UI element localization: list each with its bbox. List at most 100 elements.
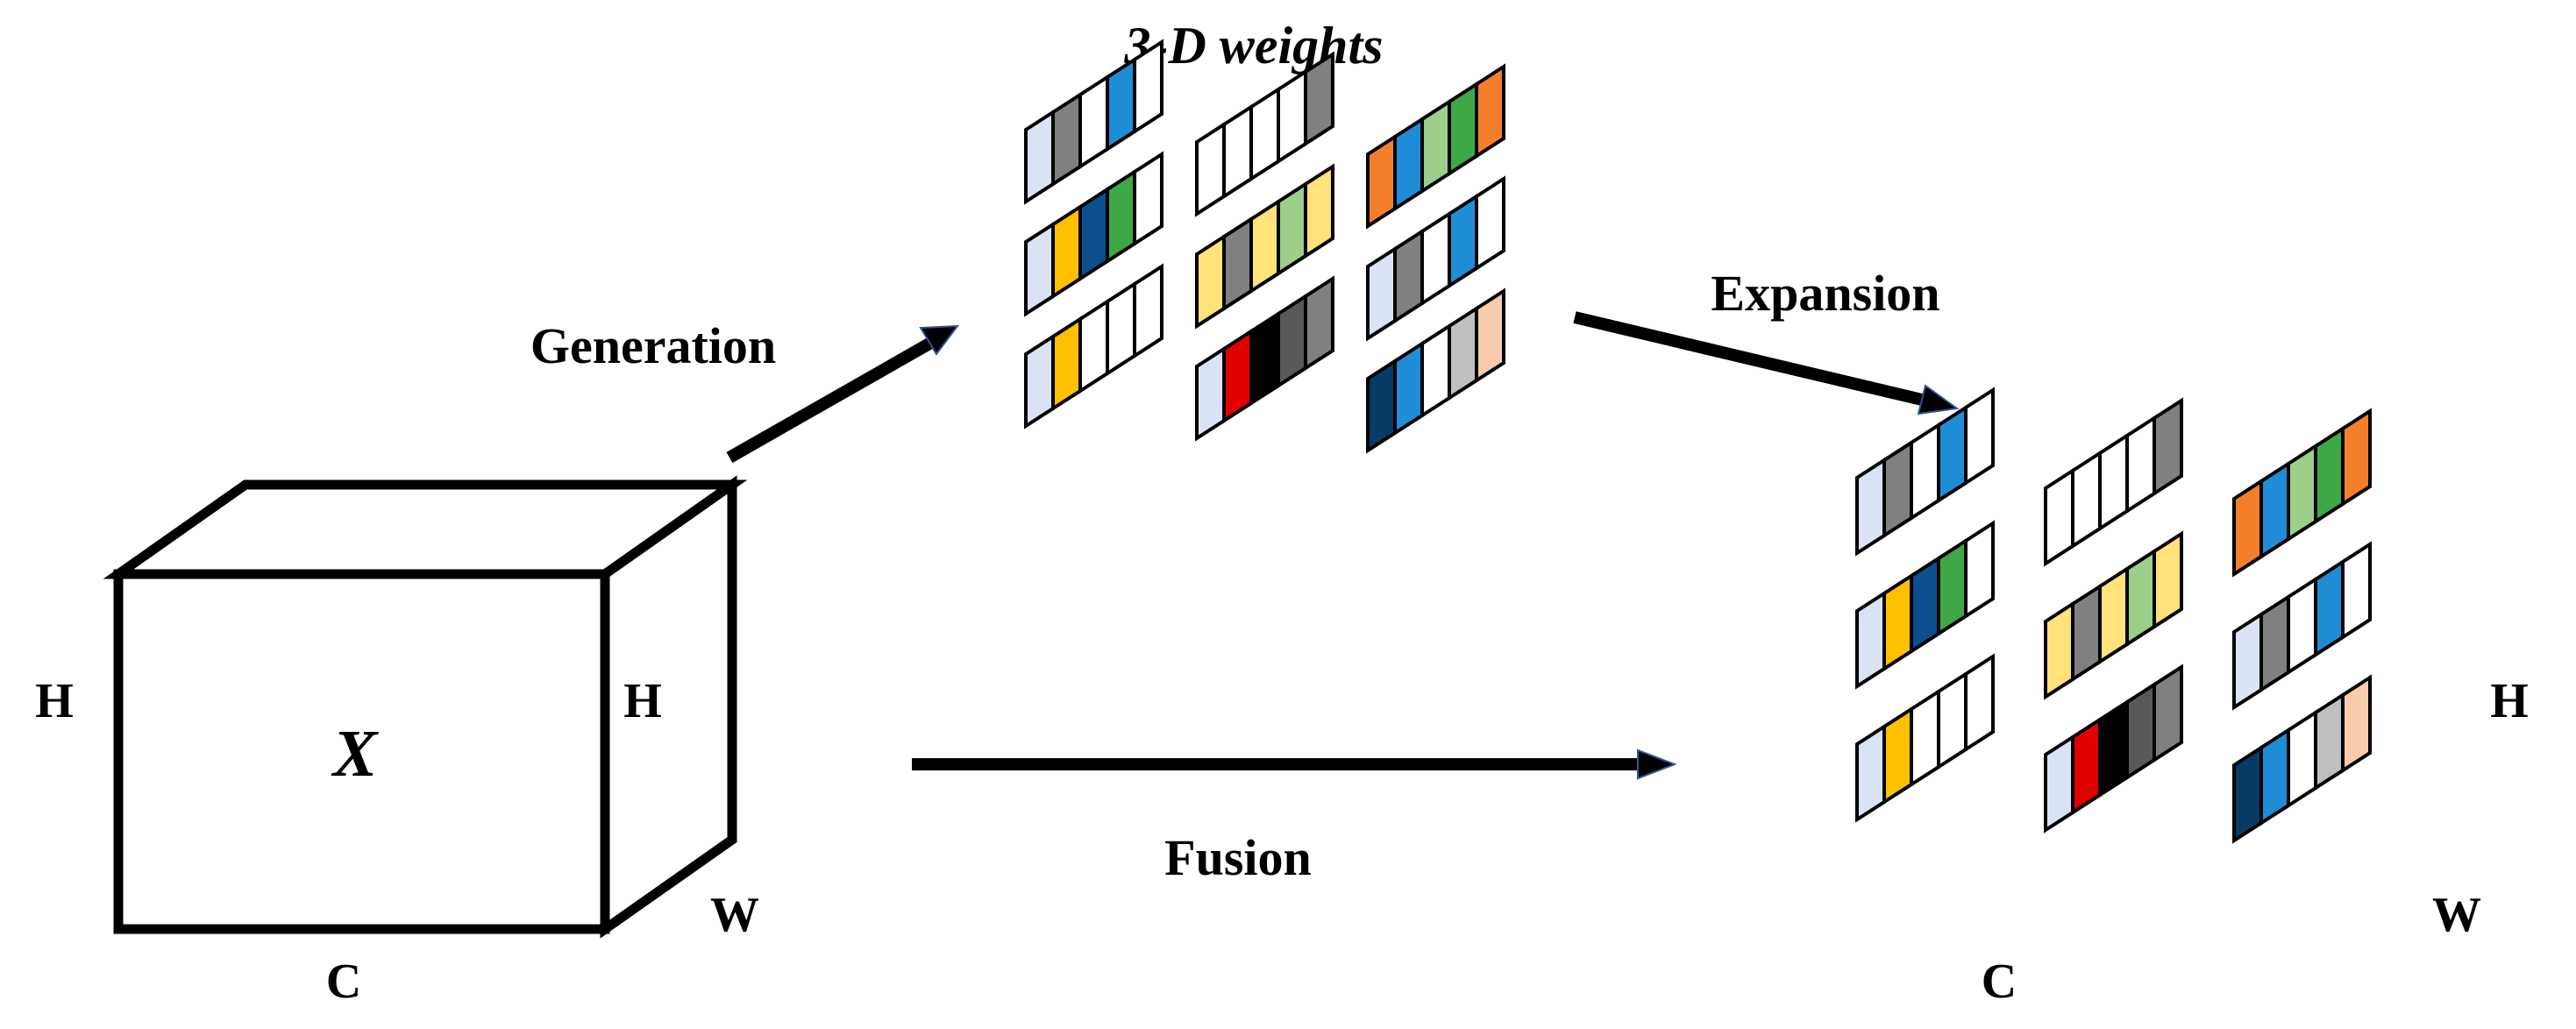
weight-cell [2071, 450, 2102, 550]
weight-cell [1882, 439, 1913, 539]
weight-cell [2232, 611, 2263, 711]
weight-group [1366, 63, 1505, 230]
weight-group [1024, 263, 1163, 429]
title-label: 3-D weights [1123, 17, 1383, 75]
weight-cell [2071, 583, 2102, 683]
weight-cell [1855, 457, 1886, 557]
fusion-arrow [912, 749, 1677, 780]
weight-cell [1448, 305, 1478, 401]
left-h-label: H [35, 674, 74, 728]
weight-cell [1106, 56, 1136, 153]
weight-cell [2044, 734, 2074, 834]
weight-cell [2287, 576, 2317, 676]
weight-cell [1133, 39, 1163, 135]
weight-group [1195, 163, 1334, 330]
expansion-arrow [1573, 311, 1960, 415]
cube-front-face [113, 569, 610, 934]
weight-cell [1222, 328, 1253, 424]
weight-cell [1448, 193, 1478, 289]
weight-cell [1051, 203, 1082, 300]
weight-cell [1393, 340, 1424, 436]
weight-cell [1420, 210, 1451, 307]
weight-group [1195, 51, 1334, 217]
weight-cell [2341, 674, 2372, 774]
weight-cell [2044, 467, 2074, 567]
weight-cell [1195, 121, 1226, 217]
weight-cell [1420, 98, 1451, 195]
weight-cell [2232, 478, 2263, 578]
cube-right-h-label: H [623, 674, 662, 728]
weight-cell [1024, 221, 1055, 317]
weight-cell [1195, 233, 1226, 330]
weights-stack-bottom [1855, 387, 2372, 844]
right-h-label: H [2490, 674, 2529, 728]
weight-group [2232, 408, 2372, 578]
weight-cell [1078, 186, 1109, 282]
weight-cell [1277, 293, 1307, 389]
weight-cell [2259, 727, 2290, 827]
weight-cell [1910, 688, 1940, 788]
weight-cell [2044, 600, 2074, 700]
generation-arrow [726, 324, 960, 464]
weight-group [1366, 175, 1505, 342]
weight-cell [2153, 397, 2183, 497]
weight-cell [1937, 404, 1968, 504]
weight-cell [2259, 460, 2290, 560]
weight-cell [1249, 86, 1280, 182]
weight-cell [2341, 408, 2372, 507]
weight-cell [2232, 744, 2263, 844]
weight-cell [1937, 671, 1968, 770]
weight-cell [1277, 68, 1307, 165]
weight-cell [2314, 558, 2345, 658]
weight-cell [1106, 168, 1136, 265]
weight-cell [2098, 699, 2129, 798]
weight-group [1855, 520, 1995, 690]
weight-cell [2287, 709, 2317, 809]
weights-stack-top [1024, 39, 1505, 454]
weight-cell [1855, 590, 1886, 690]
weight-group [1195, 275, 1334, 442]
weight-cell [1393, 116, 1424, 212]
weight-cell [1882, 706, 1913, 805]
weight-cell [1393, 228, 1424, 324]
weight-cell [1024, 109, 1055, 205]
weight-cell [1304, 163, 1334, 259]
right-w-label: W [2432, 888, 2481, 942]
weight-cell [2125, 415, 2156, 514]
weight-cell [1277, 181, 1307, 277]
weight-cell [1910, 555, 1940, 655]
weight-cell [2341, 541, 2372, 641]
cube-symbol-label: X [331, 717, 380, 791]
weight-cell [1882, 572, 1913, 672]
weight-cell [1195, 345, 1226, 442]
weight-cell [1078, 74, 1109, 170]
weight-cell [1133, 151, 1163, 247]
weight-group [1024, 151, 1163, 317]
cube-w-label: W [710, 888, 759, 942]
weight-cell [2259, 593, 2290, 693]
weight-cell [2098, 432, 2129, 532]
weight-cell [2314, 425, 2345, 525]
weight-cell [1304, 51, 1334, 147]
input-cube [103, 475, 748, 939]
weight-cell [1078, 298, 1109, 394]
weight-cell [1910, 422, 1940, 522]
expansion-label: Expansion [1711, 265, 1939, 322]
weight-cell [1366, 245, 1397, 342]
weight-group [1366, 287, 1505, 454]
weight-cell [1106, 280, 1136, 377]
weight-cell [2287, 443, 2317, 543]
weight-cell [1420, 323, 1451, 419]
weight-cell [1448, 81, 1478, 177]
weight-group [1024, 39, 1163, 205]
weight-cell [1475, 175, 1505, 272]
weight-group [2232, 674, 2372, 844]
weight-cell [1964, 520, 1995, 620]
weight-cell [1249, 310, 1280, 407]
cube-c-label: C [326, 954, 361, 1009]
weight-cell [1304, 275, 1334, 372]
weight-group [1855, 387, 1995, 557]
weight-group [2232, 541, 2372, 711]
